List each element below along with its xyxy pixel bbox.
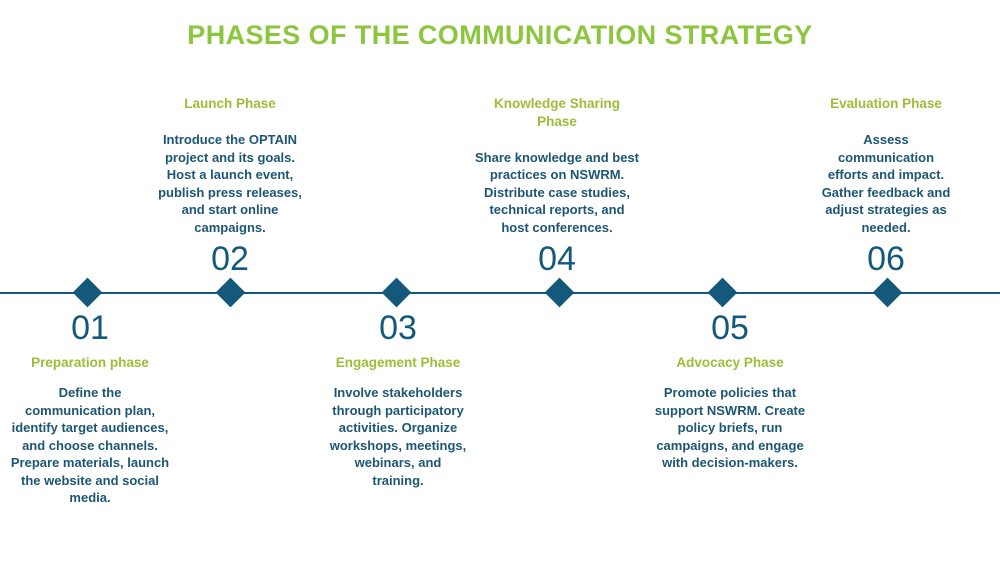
phase-06-diamond-marker-icon <box>872 277 903 308</box>
phase-01-diamond-marker-icon <box>72 277 103 308</box>
phase-06-number: 06 <box>867 240 905 278</box>
phase-03-diamond-marker-icon <box>381 277 412 308</box>
phase-01-body: Define the communication plan, identify … <box>10 385 170 505</box>
phase-02-body: Introduce the OPTAIN project and its goa… <box>158 132 302 235</box>
phase-03-heading: Engagement Phase <box>335 355 461 370</box>
phase-04-diamond-marker-icon <box>544 277 575 308</box>
phase-04-body: Share knowledge and best practices on NS… <box>475 149 639 235</box>
slide-title: PHASES OF THE COMMUNICATION STRATEGY <box>187 20 813 50</box>
phase-06-body: Assess communication efforts and impact.… <box>821 132 951 235</box>
phase-01-number: 01 <box>71 309 109 347</box>
phase-02-number: 02 <box>211 240 249 278</box>
phase-05-diamond-marker-icon <box>707 277 738 308</box>
phase-01-heading: Preparation phase <box>31 355 149 370</box>
phase-02-diamond-marker-icon <box>215 277 246 308</box>
phase-04-number: 04 <box>538 240 576 278</box>
timeline-line <box>0 292 1000 294</box>
phase-05-number: 05 <box>711 309 749 347</box>
phase-05-heading: Advocacy Phase <box>676 355 784 370</box>
phase-06-heading: Evaluation Phase <box>830 96 942 111</box>
phase-04-heading: Knowledge Sharing Phase <box>493 96 620 129</box>
phase-03-number: 03 <box>379 309 417 347</box>
phase-03-body: Involve stakeholders through participato… <box>329 385 467 488</box>
phase-05-body: Promote policies that support NSWRM. Cre… <box>654 385 806 470</box>
phase-02-heading: Launch Phase <box>184 96 276 111</box>
